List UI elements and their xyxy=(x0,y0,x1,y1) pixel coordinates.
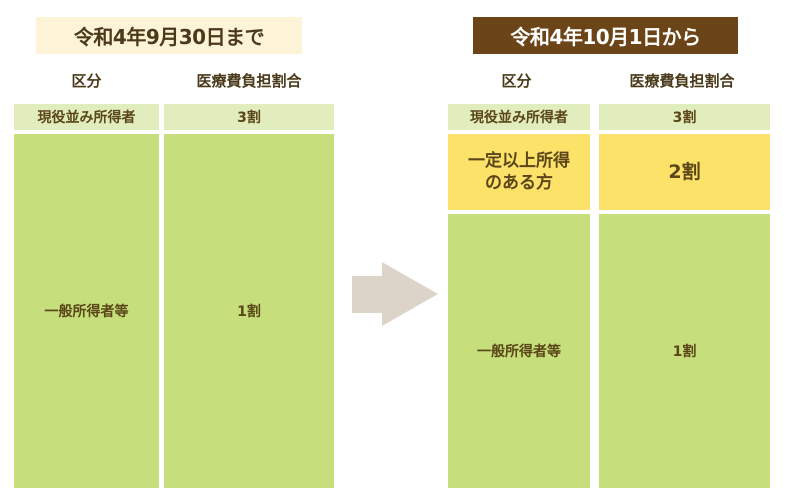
header-category-after: 区分 xyxy=(501,71,532,90)
title-before: 令和4年9月30日まで xyxy=(36,17,302,54)
before-row-2-category: 一般所得者等 xyxy=(14,134,159,488)
header-ratio-before: 医療費負担割合 xyxy=(196,71,302,90)
header-category-before: 区分 xyxy=(71,71,102,90)
after-row-2-category-line1: 一定以上所得 xyxy=(468,151,570,171)
header-ratio-after: 医療費負担割合 xyxy=(629,71,735,90)
after-row-2-category-line2: のある方 xyxy=(485,173,553,193)
title-after: 令和4年10月1日から xyxy=(473,17,738,54)
after-row-1-category: 現役並み所得者 xyxy=(448,104,590,130)
after-row-2-category: 一定以上所得 のある方 xyxy=(448,134,590,210)
before-row-2-ratio: 1割 xyxy=(164,134,334,488)
after-row-2-ratio: 2割 xyxy=(599,134,770,210)
after-row-3-ratio: 1割 xyxy=(599,214,770,488)
after-row-3-category: 一般所得者等 xyxy=(448,214,590,488)
before-row-1-ratio: 3割 xyxy=(164,104,334,130)
arrow-right-icon xyxy=(352,262,438,326)
before-row-1-category: 現役並み所得者 xyxy=(14,104,159,130)
after-row-1-ratio: 3割 xyxy=(599,104,770,130)
